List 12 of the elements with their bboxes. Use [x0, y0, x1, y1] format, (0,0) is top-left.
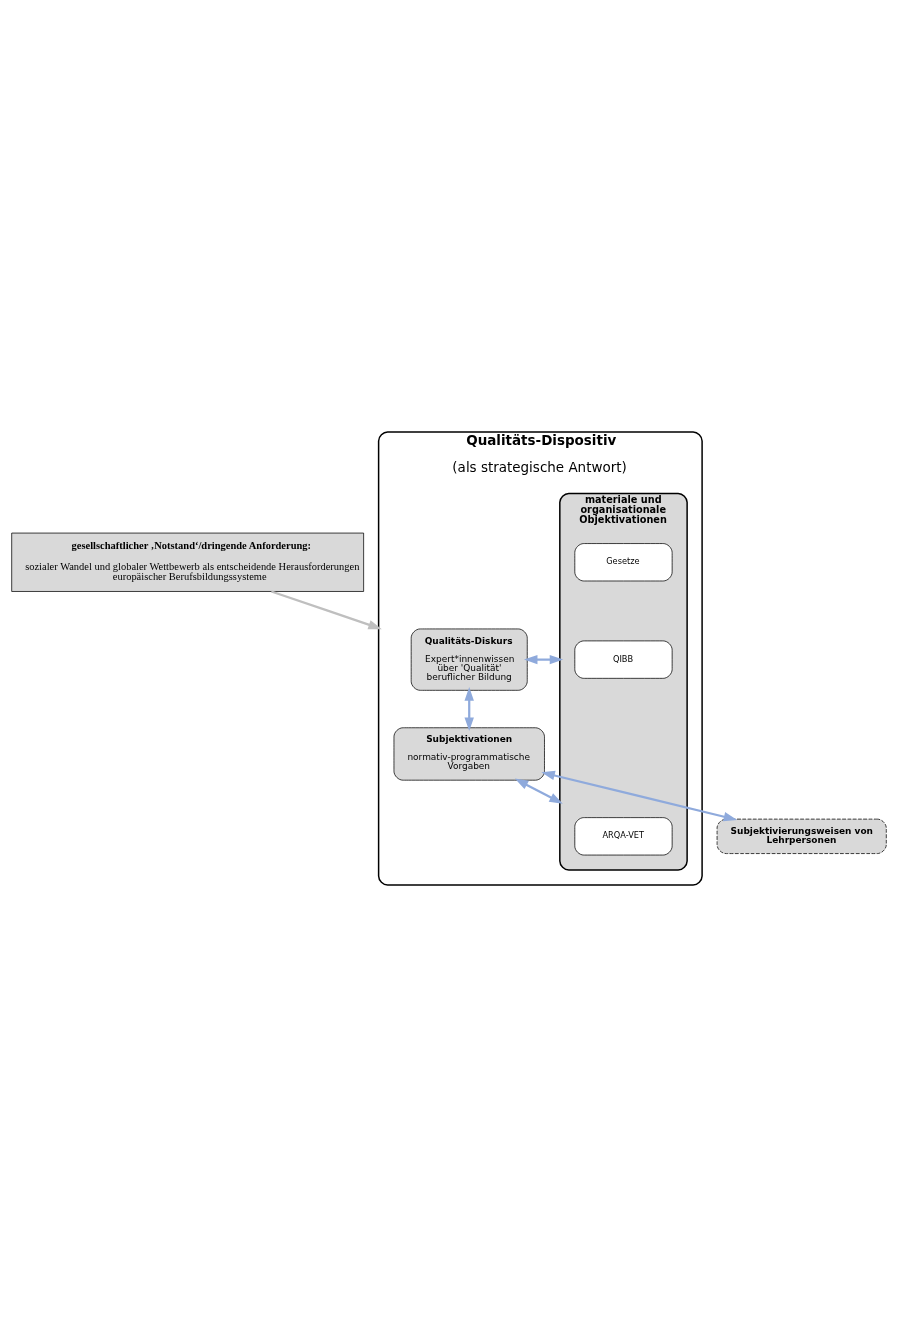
node-box: Subjektivationen normativ-programmatische Vorgaben	[393, 727, 545, 781]
node-box: Gesetze	[574, 543, 673, 582]
arrow	[464, 687, 474, 731]
arrow	[271, 590, 382, 630]
node-box: Qualitäts-Diskurs Expert*innenwissen über 'Qualität' beruflicher Bildung	[410, 628, 528, 691]
arrow	[514, 778, 563, 804]
node-box: QIBB	[574, 640, 673, 679]
node-box: Subjektivierungsweisen von Lehrpersonen	[716, 818, 887, 854]
node-box: ARQA-VET	[574, 817, 673, 856]
arrow	[523, 654, 564, 665]
arrow	[541, 770, 738, 822]
node-box: gesellschaftlicher ‚Notstand‘/dringende Anforderung: sozialer Wandel und globaler Wettbewerb als entscheidende Herausforderungen europäischer Berufsbildungssysteme	[11, 532, 364, 592]
